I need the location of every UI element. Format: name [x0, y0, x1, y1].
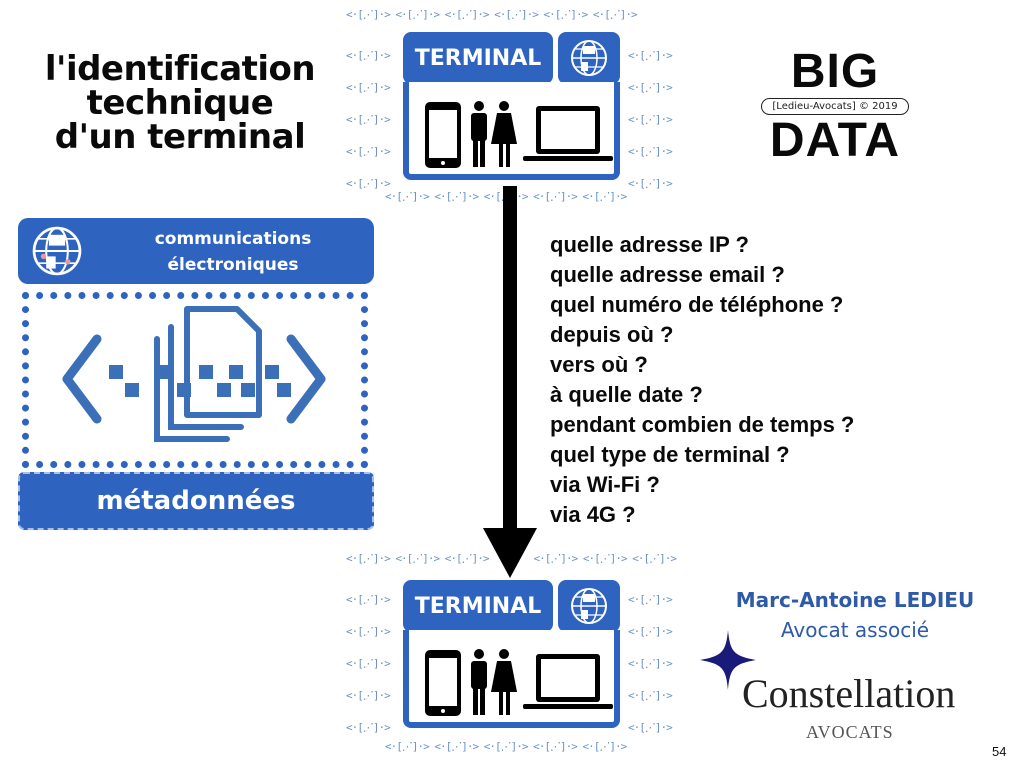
globe-network-icon — [558, 580, 620, 632]
question-item: pendant combien de temps ? — [550, 412, 855, 437]
question-item: quelle adresse IP ? — [550, 232, 749, 257]
terminal-bottom: TERMINAL — [403, 580, 633, 730]
communications-panel: communications électroniques métadonnées — [18, 218, 374, 530]
metadata-label: métadonnées — [18, 472, 374, 530]
question-item: quelle adresse email ? — [550, 262, 785, 287]
pattern-col-top-right: <·[⋰]·><·[⋰]·><·[⋰]·><·[⋰]·><·[⋰]·> — [628, 49, 673, 190]
pattern-row-top: <·[⋰]·> <·[⋰]·> <·[⋰]·> <·[⋰]·> <·[⋰]·> … — [346, 8, 638, 21]
data-word: DATA — [769, 114, 901, 167]
question-item: via 4G ? — [550, 502, 636, 527]
arrow-shaft — [503, 186, 517, 531]
author-role: Avocat associé — [780, 618, 930, 642]
laptop-icon — [523, 106, 613, 161]
slide-title: l'identification technique d'un terminal — [20, 52, 340, 154]
copyright-pill: [Ledieu-Avocats] © 2019 — [761, 98, 909, 115]
metadata-files-icon — [62, 306, 326, 442]
laptop-icon — [523, 654, 613, 709]
title-line-3: d'un terminal — [54, 117, 306, 157]
terminal-bottom-label: TERMINAL — [403, 580, 553, 632]
question-item: à quelle date ? — [550, 382, 703, 407]
star-logo-icon — [700, 630, 756, 694]
big-word: BIG — [790, 45, 880, 98]
firm-name: Constellation — [742, 671, 956, 716]
smartphone-icon — [425, 650, 461, 716]
terminal-top-label: TERMINAL — [403, 32, 553, 84]
question-item: quel numéro de téléphone ? — [550, 292, 844, 317]
questions-list: quelle adresse IP ? quelle adresse email… — [550, 230, 854, 530]
smartphone-icon — [425, 102, 461, 168]
author-block: Marc-Antoine LEDIEU Avocat associé — [705, 588, 1005, 642]
globe-network-icon — [32, 226, 82, 276]
pattern-row-top-bottom: <·[⋰]·> <·[⋰]·> <·[⋰]·> <·[⋰]·> <·[⋰]·> — [385, 190, 627, 203]
pattern-row-bottom-bottom: <·[⋰]·> <·[⋰]·> <·[⋰]·> <·[⋰]·> <·[⋰]·> — [385, 740, 627, 753]
man-icon — [471, 101, 487, 167]
title-line-1: l'identification — [44, 49, 316, 89]
woman-icon — [491, 101, 517, 167]
man-icon — [471, 649, 487, 715]
globe-network-icon — [558, 32, 620, 84]
author-name: Marc-Antoine LEDIEU — [735, 588, 975, 612]
pattern-col-bottom-right: <·[⋰]·><·[⋰]·><·[⋰]·><·[⋰]·><·[⋰]·> — [628, 593, 673, 734]
arrow-down-icon — [483, 528, 537, 578]
terminal-bottom-devices — [403, 630, 620, 728]
metadata-frame — [22, 292, 368, 468]
question-item: vers où ? — [550, 352, 648, 377]
question-item: depuis où ? — [550, 322, 674, 347]
terminal-top: TERMINAL — [403, 32, 633, 182]
terminal-top-devices — [403, 82, 620, 180]
communications-header: communications électroniques — [18, 218, 374, 284]
header-line-1: communications — [154, 229, 312, 249]
pattern-col-top-left: <·[⋰]·><·[⋰]·><·[⋰]·><·[⋰]·><·[⋰]·> — [346, 49, 391, 190]
big-data-badge: BIG [Ledieu-Avocats] © 2019 DATA — [760, 45, 910, 167]
woman-icon — [491, 649, 517, 715]
firm-subtitle: AVOCATS — [806, 722, 894, 742]
question-item: quel type de terminal ? — [550, 442, 790, 467]
page-number: 54 — [992, 744, 1007, 759]
question-item: via Wi-Fi ? — [550, 472, 660, 497]
pattern-col-bottom-left: <·[⋰]·><·[⋰]·><·[⋰]·><·[⋰]·><·[⋰]·> — [346, 593, 391, 734]
header-line-2: électroniques — [167, 255, 299, 275]
pattern-row-bottom-top: <·[⋰]·> <·[⋰]·> <·[⋰]·> <·[⋰]·> <·[⋰]·> … — [346, 552, 677, 565]
title-line-2: technique — [86, 83, 274, 123]
